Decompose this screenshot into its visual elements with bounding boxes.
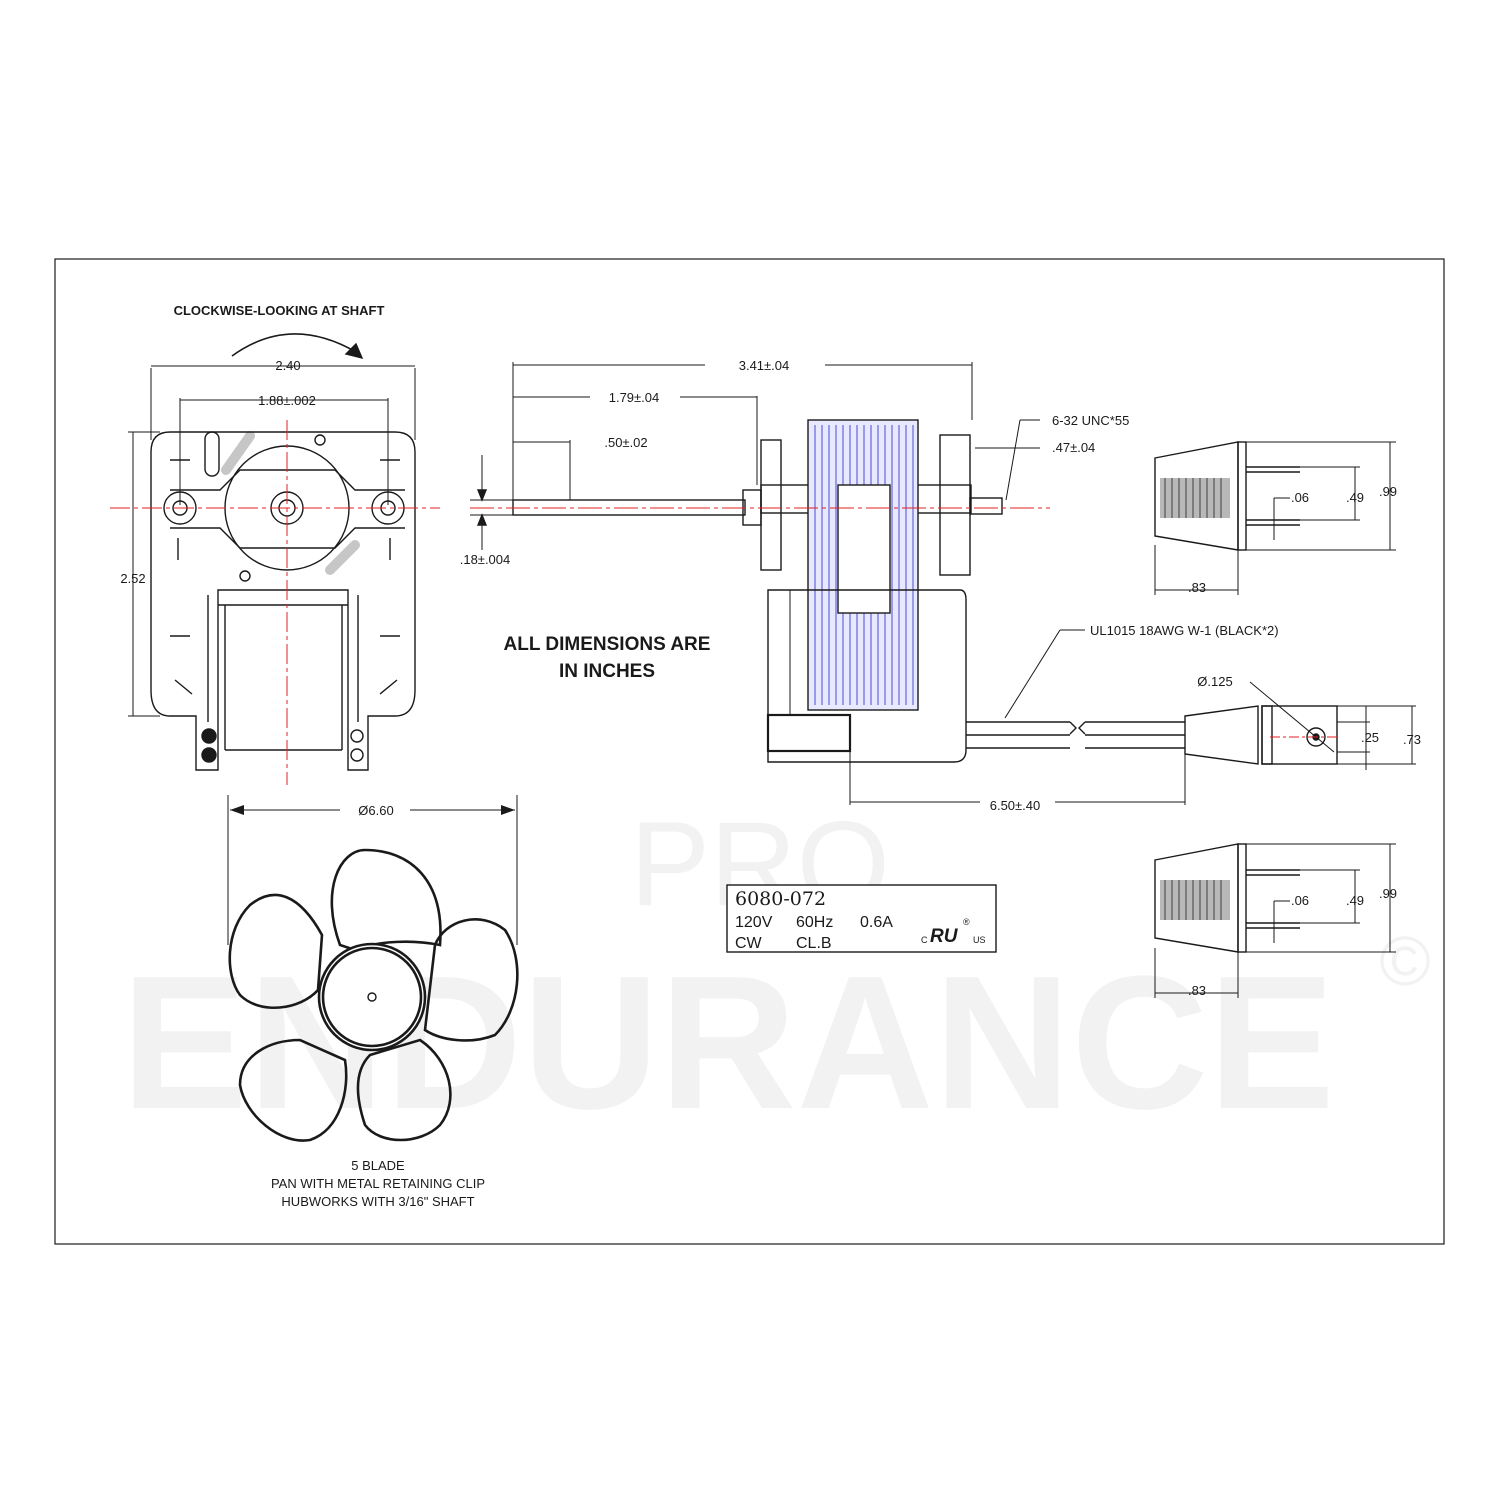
side-view [470, 362, 1259, 805]
ct-pin-gap-label: .06 [1291, 490, 1309, 505]
cb-pin-gap-label: .06 [1291, 893, 1309, 908]
units-note-line2: IN INCHES [559, 661, 655, 682]
nameplate-rotation: CW [735, 935, 763, 952]
dim-lead-length-label: 6.50±.40 [990, 798, 1041, 813]
dim-height-label: 2.52 [120, 571, 145, 586]
cert-c-label: C [921, 935, 928, 945]
ct-pin-span-label: .49 [1346, 490, 1364, 505]
dim-rear-shaft-label: .47±.04 [1052, 440, 1095, 455]
connector-top [1154, 441, 1396, 595]
ct-height-label: .99 [1379, 484, 1397, 499]
nameplate-amps: 0.6A [860, 914, 893, 931]
watermark: ENDURANCE PRO © [121, 797, 1431, 1149]
nameplate-insulation: CL.B [796, 935, 832, 952]
fan-desc-line2: PAN WITH METAL RETAINING CLIP [271, 1176, 485, 1191]
cert-us-label: US [973, 935, 986, 945]
front-view-labels: CLOCKWISE-LOOKING AT SHAFT 2.40 1.88±.00… [120, 303, 384, 586]
dim-shaft-to-stack-label: 1.79±.04 [609, 390, 660, 405]
nameplate-model: 6080-072 [735, 888, 826, 910]
dim-flat-label: .50±.02 [604, 435, 647, 450]
connector-top-labels: .06 .49 .99 .83 [1188, 484, 1397, 595]
watermark-brand: ENDURANCE [121, 937, 1335, 1149]
nameplate-volts: 120V [735, 914, 773, 931]
dim-overall-label: 3.41±.04 [739, 358, 790, 373]
nameplate-freq: 60Hz [796, 914, 833, 931]
cm-hole-label: Ø.125 [1197, 674, 1232, 689]
cb-pin-span-label: .49 [1346, 893, 1364, 908]
fan-labels: Ø6.60 5 BLADE PAN WITH METAL RETAINING C… [271, 803, 485, 1209]
fan-desc-line3: HUBWORKS WITH 3/16" SHAFT [281, 1194, 474, 1209]
nameplate: 6080-072 120V 60Hz 0.6A CW CL.B C RU ® U… [726, 884, 997, 953]
connector-bottom [1154, 843, 1396, 998]
fan-desc-line1: 5 BLADE [351, 1158, 405, 1173]
cm-outer-label: .73 [1403, 732, 1421, 747]
front-view [110, 333, 440, 785]
side-view-labels: 3.41±.04 1.79±.04 .50±.02 .18±.004 6-32 … [460, 358, 1279, 813]
fan-diameter-label: Ø6.60 [358, 803, 393, 818]
dim-hole-spacing-label: 1.88±.002 [258, 393, 316, 408]
ul-mark-icon: RU [930, 926, 959, 947]
cb-length-label: .83 [1188, 983, 1206, 998]
ct-length-label: .83 [1188, 580, 1206, 595]
connector-mid-labels: Ø.125 .25 .73 [1197, 674, 1421, 747]
units-note-line1: ALL DIMENSIONS ARE [504, 634, 711, 655]
wire-spec-label: UL1015 18AWG W-1 (BLACK*2) [1090, 623, 1279, 638]
thread-label: 6-32 UNC*55 [1052, 413, 1129, 428]
drawing-border [54, 258, 1445, 1245]
connector-mid [1249, 681, 1416, 770]
cm-inner-label: .25 [1361, 730, 1379, 745]
cert-reg-label: ® [963, 917, 970, 927]
watermark-copyright: © [1379, 922, 1431, 1000]
cb-height-label: .99 [1379, 886, 1397, 901]
dim-shaft-dia-label: .18±.004 [460, 552, 511, 567]
rotation-note: CLOCKWISE-LOOKING AT SHAFT [174, 303, 385, 318]
dim-width-label: 2.40 [275, 358, 300, 373]
fan-blade [227, 795, 519, 1142]
connector-bottom-labels: .06 .49 .99 .83 [1188, 886, 1397, 998]
